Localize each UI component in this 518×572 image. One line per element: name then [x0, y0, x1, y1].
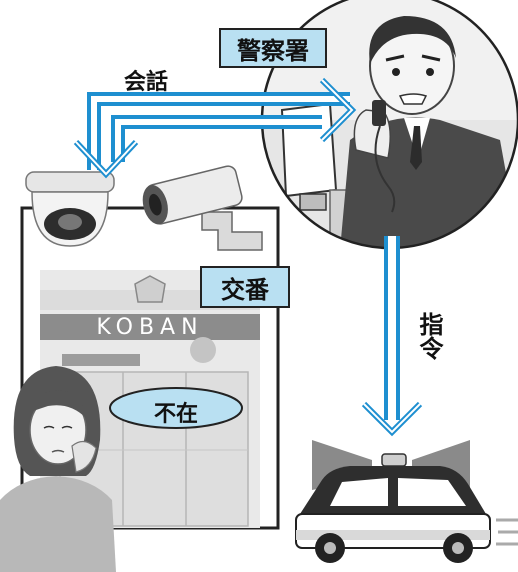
woman-icon: [0, 366, 116, 572]
conversation-arrows: [73, 77, 357, 179]
bullet-camera-icon: [142, 165, 263, 251]
police-car-icon: [295, 440, 518, 563]
koban-sign-text: KOBAN: [96, 315, 203, 340]
dome-camera-icon: [25, 171, 115, 247]
instruction-label: 指令: [415, 312, 443, 360]
absent-badge: [109, 387, 243, 429]
red-lamp: [190, 337, 216, 363]
police-station-label: 警察署: [219, 28, 327, 68]
absent-label: 不在: [153, 402, 198, 427]
police-emblem-icon: [134, 275, 166, 303]
conversation-label: 会話: [124, 70, 169, 95]
koban-label: 交番: [200, 266, 290, 308]
instruction-arrow: [361, 236, 423, 437]
koban-sign-bar: [40, 314, 260, 340]
